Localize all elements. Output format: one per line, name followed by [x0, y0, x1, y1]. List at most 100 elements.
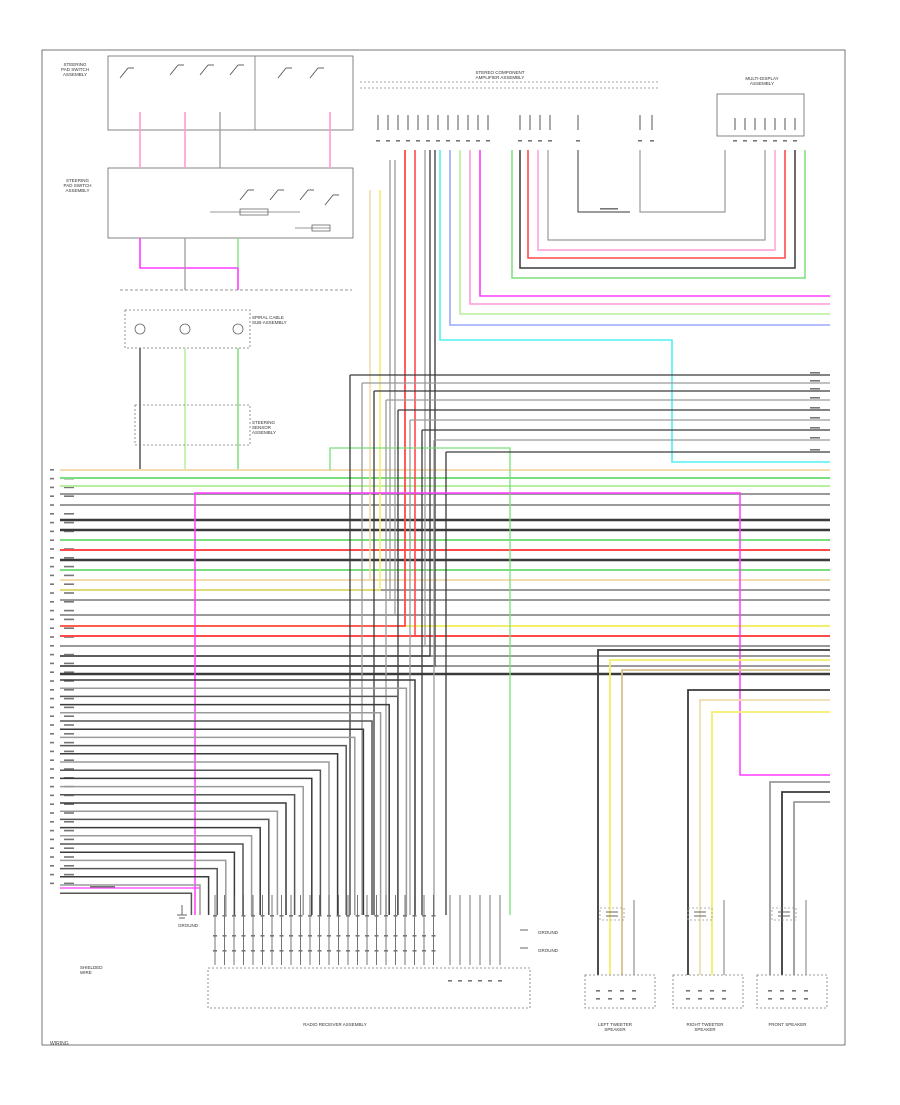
pin-tag — [412, 935, 417, 937]
pin-tag — [768, 998, 772, 1000]
pin-number — [50, 592, 54, 594]
pin-tag — [251, 950, 255, 952]
switch-contact — [277, 67, 287, 79]
pin-tag — [466, 140, 470, 142]
pin-tag — [722, 990, 726, 992]
pin-number — [50, 653, 54, 656]
pin-tag — [528, 140, 532, 142]
wire-cyan — [439, 150, 830, 463]
pin-label — [64, 495, 74, 497]
pin-tag — [412, 915, 417, 917]
pin-tag — [698, 998, 702, 1000]
pin-tag — [336, 915, 341, 917]
pin-number — [50, 530, 54, 533]
pin-number — [50, 495, 54, 497]
pin-tag — [365, 950, 369, 952]
pin-tag — [317, 915, 322, 917]
pin-number — [50, 873, 54, 876]
pin-number — [50, 565, 54, 568]
pin-number — [50, 759, 54, 761]
switch-contact — [119, 67, 129, 79]
pin-label — [810, 388, 820, 390]
pin-tag — [403, 935, 407, 937]
pin-number — [50, 601, 54, 603]
pin-number — [50, 486, 54, 489]
pin-tag — [213, 950, 217, 952]
bundle-wire-24 — [60, 876, 210, 915]
wire-green — [329, 447, 511, 915]
pin-tag — [393, 950, 398, 952]
pin-tag — [792, 998, 796, 1000]
pin-tag — [222, 935, 227, 937]
wire-magenta — [479, 150, 830, 297]
wire-grey — [60, 160, 396, 616]
wire-red — [527, 150, 786, 259]
pin-label — [64, 513, 74, 515]
pin-tag — [722, 998, 726, 1000]
pin-tag — [620, 998, 624, 1000]
resistor — [311, 224, 331, 232]
pin-tag — [327, 935, 331, 937]
pin-tag — [780, 990, 784, 992]
pin-tag — [412, 950, 417, 952]
spiral-contact — [232, 323, 244, 335]
switch-contact — [229, 64, 239, 76]
pin-tag — [608, 998, 612, 1000]
bundle-wire-12 — [60, 777, 313, 915]
pin-number — [50, 803, 54, 805]
pin-label — [64, 838, 74, 841]
pin-label — [810, 417, 820, 419]
switch-contact — [309, 67, 319, 79]
pin-number — [50, 513, 54, 515]
pin-label — [64, 759, 74, 761]
mid-left-switch-label: STEERING PAD SWITCH ASSEMBLY — [63, 178, 92, 193]
pin-label — [810, 380, 820, 382]
pin-label — [64, 803, 74, 805]
speaker-connector-2 — [756, 974, 828, 1009]
pin-tag — [416, 140, 420, 142]
pin-label — [64, 768, 74, 770]
pin-tag — [270, 935, 274, 937]
pin-label — [810, 372, 820, 374]
pin-tag — [733, 140, 737, 142]
pin-tag — [446, 140, 450, 142]
bundle-wire-21 — [60, 851, 236, 915]
pin-tag — [476, 140, 480, 142]
pin-number — [50, 706, 54, 709]
pin-number — [50, 785, 54, 788]
bundle-wire-10 — [60, 761, 330, 915]
pin-label — [64, 583, 74, 585]
pin-label — [64, 741, 74, 744]
wire-grey — [60, 160, 391, 601]
pin-tag — [793, 140, 797, 142]
pin-label — [64, 565, 74, 568]
bundle-wire-23 — [60, 867, 218, 915]
pin-tag — [241, 950, 246, 952]
pin-tag — [270, 950, 274, 952]
pin-tag — [686, 998, 690, 1000]
pin-tag — [632, 990, 636, 992]
pin-number — [50, 829, 54, 832]
pin-number — [50, 477, 54, 480]
capacitor-shield — [599, 907, 625, 921]
pin-number — [50, 627, 54, 629]
wire-yellow — [60, 190, 381, 591]
bundle-wire-13 — [60, 785, 304, 915]
switch-assembly-top — [107, 55, 354, 131]
pin-number — [50, 812, 54, 814]
bundle-wire-11 — [60, 769, 322, 915]
pin-label — [64, 601, 74, 603]
pin-tag — [260, 950, 265, 952]
pin-tag — [346, 950, 350, 952]
bundle-wire-18 — [60, 826, 261, 915]
ground-symbol — [520, 929, 528, 949]
speaker-left-label: LEFT TWEETER SPEAKER — [597, 1022, 633, 1032]
pin-tag — [486, 140, 490, 142]
pin-tag — [241, 935, 246, 937]
pin-label — [64, 521, 74, 524]
bundle-wire-20 — [60, 843, 244, 915]
pin-tag — [488, 980, 492, 982]
wire-cream — [60, 190, 371, 581]
pin-number — [50, 504, 54, 506]
pin-tag — [213, 935, 217, 937]
